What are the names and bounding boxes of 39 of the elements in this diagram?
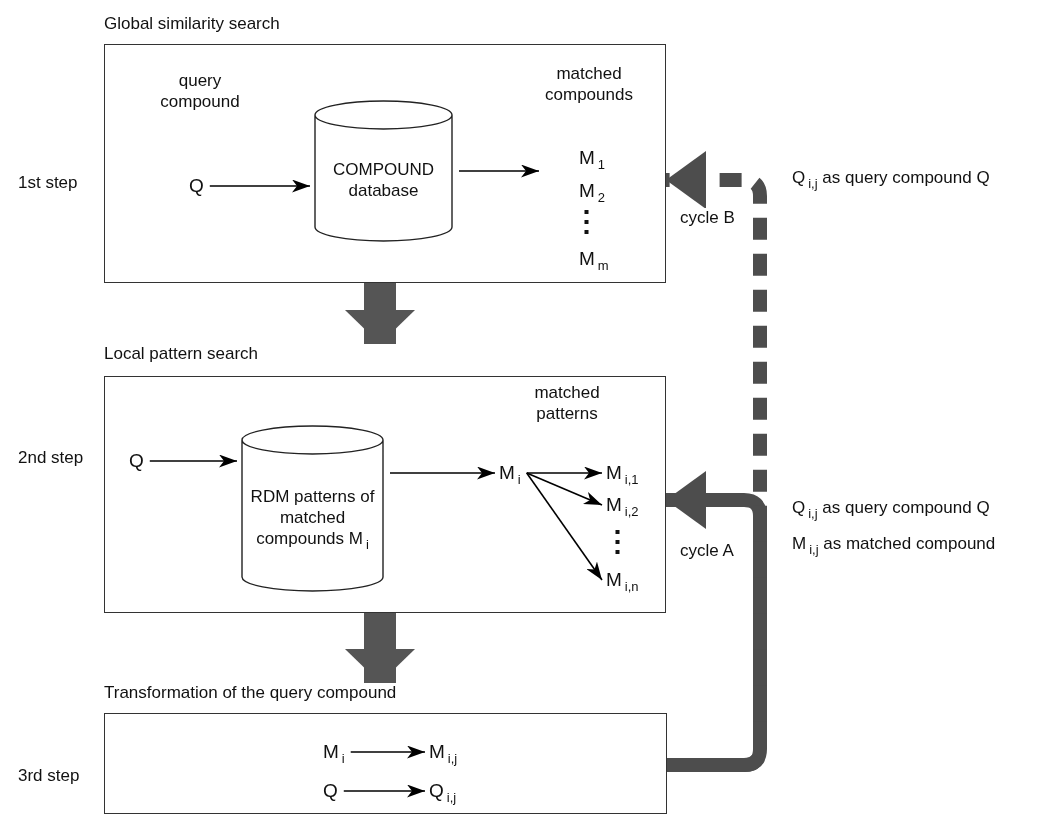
symbol-text: M$_{1}$ xyxy=(579,146,606,171)
symbol-text: M$_{i}$ xyxy=(323,739,345,765)
input-caption: query compound xyxy=(159,70,241,112)
symbol-text: M$_{i,n}$ xyxy=(606,567,639,593)
flow-arrow xyxy=(345,613,415,683)
edge-label: cycle A xyxy=(678,541,736,561)
arrow xyxy=(458,164,540,178)
symbol-text: Q xyxy=(189,173,204,199)
arrow xyxy=(349,745,426,759)
symbol-text: Q$_{i,j}$ xyxy=(429,778,457,804)
section-heading: Transformation of the query compound xyxy=(104,683,397,703)
section-heading: Local pattern search xyxy=(104,344,259,364)
step-label: 2nd step xyxy=(18,448,84,468)
symbol-text: Q xyxy=(323,778,338,804)
section-heading: Global similarity search xyxy=(104,14,280,34)
arrow xyxy=(525,472,603,506)
cycle-arrow xyxy=(666,471,767,772)
database-cylinder: RDM patterns of matched compounds M$_{i}$ xyxy=(241,426,384,591)
symbol-text: M$_{2}$ xyxy=(579,179,606,204)
column-heading: matched compounds xyxy=(544,63,634,105)
arrow xyxy=(209,179,311,193)
arrow xyxy=(525,466,603,480)
arrow xyxy=(342,784,426,798)
symbol-text: M$_{m}$ xyxy=(579,247,609,272)
symbol-text: M$_{i,1}$ xyxy=(606,460,639,486)
cycle-arrow xyxy=(666,151,767,772)
arrow xyxy=(525,472,603,581)
step-label: 1st step xyxy=(18,173,78,193)
symbol-text: M$_{i}$ xyxy=(499,460,521,486)
edge-label: cycle B xyxy=(678,208,737,228)
symbol-text: M$_{i,j}$ xyxy=(429,739,458,765)
symbol-text: Q xyxy=(129,448,144,474)
column-heading: matched patterns xyxy=(533,382,601,424)
symbol-text: M$_{i,2}$ xyxy=(606,492,639,518)
arrow xyxy=(389,466,496,480)
step-label: 3rd step xyxy=(18,766,80,786)
database-cylinder: COMPOUND database xyxy=(314,101,453,241)
arrow xyxy=(149,454,238,468)
flow-arrow xyxy=(345,283,415,344)
